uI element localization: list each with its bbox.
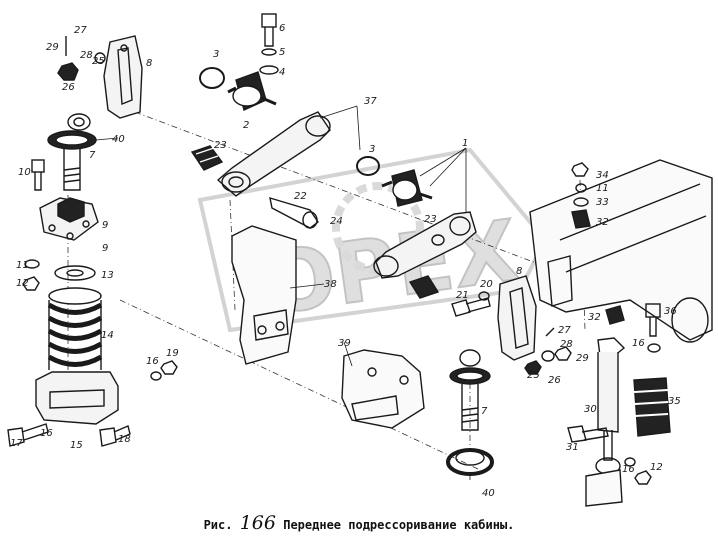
callout-31: 31 [566, 442, 579, 453]
caption-title: Переднее подрессоривание кабины. [283, 518, 515, 532]
callout-40b: 40 [482, 488, 495, 499]
callout-21: 21 [456, 290, 469, 301]
callout-13: 13 [101, 270, 114, 281]
callout-16d: 16 [622, 464, 635, 475]
callout-18: 18 [118, 434, 131, 445]
callout-12a: 12 [16, 278, 29, 289]
callout-34: 34 [596, 170, 609, 181]
callout-7a: 7 [89, 150, 96, 161]
callout-23a: 23 [214, 140, 227, 151]
callout-30: 30 [584, 404, 597, 415]
coil-spring [47, 287, 103, 370]
callout-16a: 16 [146, 356, 159, 367]
callout-3a: 3 [213, 49, 219, 60]
center-lever-assembly [190, 13, 491, 429]
callout-28a: 28 [80, 50, 93, 61]
callout-25b: 25 [527, 370, 540, 381]
callout-35: 35 [668, 396, 681, 407]
callout-32b: 32 [588, 312, 601, 323]
callout-9a: 9 [102, 220, 108, 231]
callout-19: 19 [166, 348, 179, 359]
callout-8b: 8 [516, 266, 522, 277]
callout-26b: 26 [548, 375, 561, 386]
callout-27a: 27 [74, 25, 87, 36]
callout-2: 2 [243, 120, 249, 131]
callout-36: 36 [664, 306, 677, 317]
callout-33: 33 [596, 197, 609, 208]
callout-37: 37 [364, 96, 377, 107]
callout-15: 15 [70, 440, 83, 451]
callout-32a: 32 [596, 217, 609, 228]
callout-10: 10 [18, 167, 31, 178]
callout-25a: 25 [92, 56, 105, 67]
callout-labels: 1 2 3 3 4 5 6 7 7 8 8 9 9 10 11 11 12 12… [10, 23, 681, 499]
left-support-assembly [7, 35, 178, 447]
callout-29b: 29 [576, 353, 589, 364]
caption-figure-number: 166 [239, 512, 276, 534]
callout-29a: 29 [46, 42, 59, 53]
callout-40a: 40 [112, 134, 125, 145]
callout-11b: 11 [596, 183, 609, 194]
callout-7b: 7 [481, 406, 488, 417]
callout-14: 14 [101, 330, 114, 341]
callout-8a: 8 [146, 58, 152, 69]
callout-26a: 26 [62, 82, 75, 93]
leader-lines [95, 105, 471, 480]
callout-3b: 3 [369, 144, 375, 155]
callout-23b: 23 [424, 214, 437, 225]
callout-16c: 16 [632, 338, 645, 349]
callout-27b: 27 [558, 325, 571, 336]
callout-11a: 11 [16, 260, 29, 271]
callout-16b: 16 [40, 428, 53, 439]
right-shock-assembly [529, 159, 713, 507]
callout-9b: 9 [102, 243, 108, 254]
callout-22: 22 [294, 191, 307, 202]
callout-24: 24 [330, 216, 343, 227]
callout-17: 17 [10, 438, 23, 449]
callout-4: 4 [279, 67, 285, 78]
callout-39: 39 [338, 338, 351, 349]
right-center-support [446, 275, 572, 476]
callout-5: 5 [279, 47, 285, 58]
callout-20: 20 [480, 279, 493, 290]
figure-caption: Рис. 166 Переднее подрессоривание кабины… [0, 512, 718, 534]
caption-prefix: Рис. [203, 518, 233, 532]
callout-6: 6 [279, 23, 285, 34]
callout-28b: 28 [560, 339, 573, 350]
callout-1: 1 [462, 138, 468, 149]
callout-12b: 12 [650, 462, 663, 473]
callout-38: 38 [324, 279, 337, 290]
